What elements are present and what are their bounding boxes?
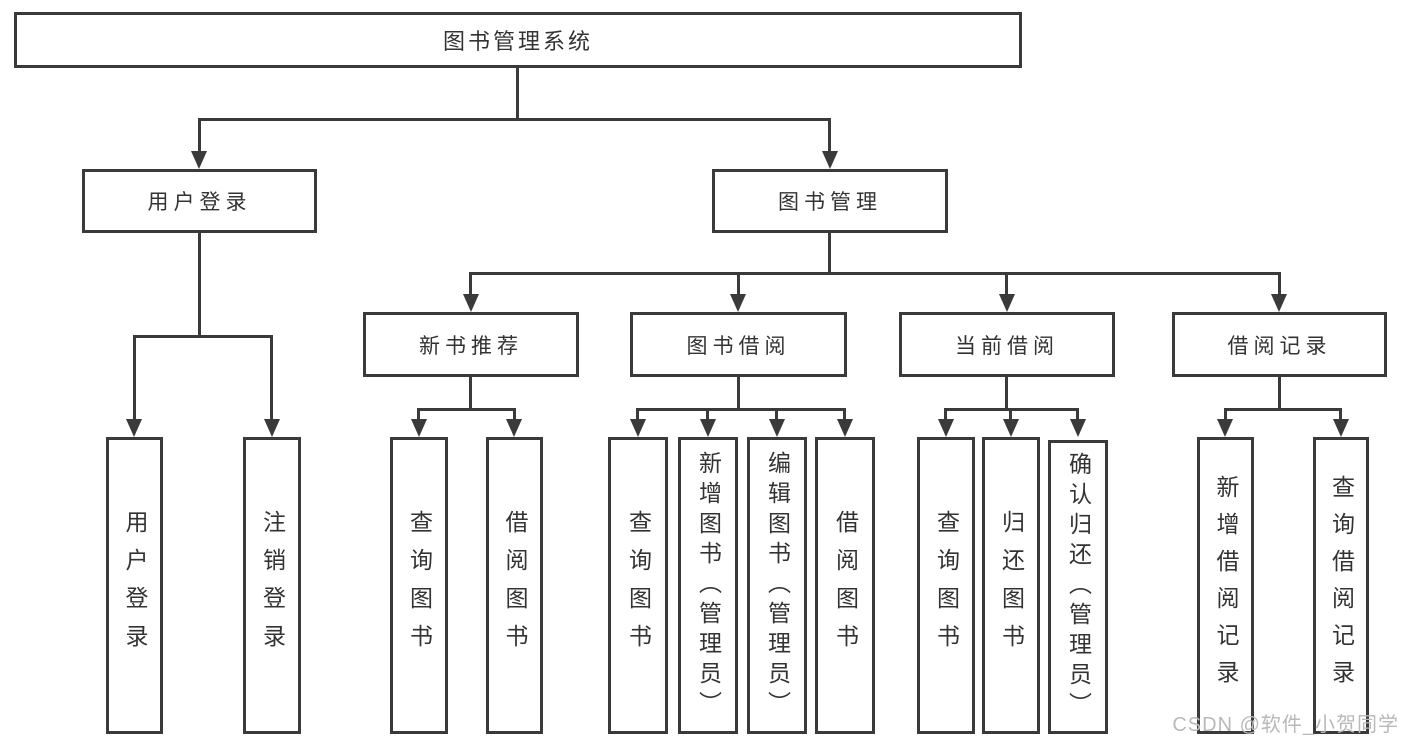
connector-stem	[1339, 408, 1342, 419]
connector-new-book-recommend-trunk	[469, 377, 472, 408]
leaf-query-borrow-record-label: 查询借阅记录	[1328, 474, 1355, 697]
node-borrowing-records: 借阅记录	[1172, 312, 1387, 377]
leaf-query-books-label: 查询图书	[933, 509, 960, 662]
connector-stem	[636, 408, 639, 419]
arrow-down-icon	[938, 419, 954, 437]
node-borrowing-records-label: 借阅记录	[1227, 334, 1332, 358]
arrow-down-icon	[769, 419, 785, 437]
connector-stem-leaf-user-login	[133, 335, 136, 419]
connector-stem	[1224, 408, 1227, 419]
node-book-borrowing: 图书借阅	[630, 312, 847, 377]
connector-stem-borrowing-records	[1278, 272, 1281, 294]
arrow-down-icon	[1333, 419, 1349, 437]
connector-user-login-split	[133, 335, 273, 338]
node-library-management-system-label: 图书管理系统	[442, 29, 593, 54]
arrow-down-icon	[463, 294, 479, 312]
connector-stem	[944, 408, 947, 419]
connector-stem	[513, 408, 516, 419]
node-user-login-label: 用户登录	[147, 191, 252, 214]
connector-book-borrowing-trunk	[737, 377, 740, 408]
connector-stem	[775, 408, 778, 419]
arrow-down-icon	[822, 151, 838, 169]
leaf-borrow-books-label: 借阅图书	[832, 509, 859, 662]
leaf-return-books-label: 归还图书	[998, 509, 1025, 662]
leaf-borrow-books: 借阅图书	[486, 437, 543, 734]
arrow-down-icon	[126, 419, 142, 437]
leaf-edit-books-admin-label: 编辑图书（管理员）	[764, 450, 791, 721]
connector-current-borrowing-trunk	[1005, 377, 1008, 408]
connector-stem-leaf-logout	[270, 335, 273, 419]
arrow-down-icon	[191, 151, 207, 169]
leaf-return-books: 归还图书	[982, 437, 1040, 734]
node-current-borrowing: 当前借阅	[899, 312, 1115, 377]
node-current-borrowing-label: 当前借阅	[955, 334, 1059, 358]
connector-stem	[1009, 408, 1012, 419]
node-library-management-system: 图书管理系统	[14, 12, 1022, 68]
leaf-borrow-books: 借阅图书	[815, 437, 875, 734]
connector-book-management-trunk	[828, 233, 831, 272]
arrow-down-icon	[264, 419, 280, 437]
connector-stem	[417, 408, 420, 419]
arrow-down-icon	[730, 294, 746, 312]
connector-stem-book-borrowing	[737, 272, 740, 294]
connector-level2-split	[198, 118, 831, 121]
node-book-borrowing-label: 图书借阅	[686, 334, 791, 358]
arrow-down-icon	[837, 419, 853, 437]
leaf-add-borrow-record-label: 新增借阅记录	[1213, 474, 1239, 697]
connector-stem-new-book-recommend	[469, 272, 472, 294]
arrow-down-icon	[999, 294, 1015, 312]
leaf-borrow-books-label: 借阅图书	[502, 509, 528, 662]
leaf-user-login-label: 用户登录	[122, 509, 148, 662]
arrow-down-icon	[1271, 294, 1287, 312]
node-book-management: 图书管理	[712, 169, 948, 233]
arrow-down-icon	[1070, 419, 1086, 437]
csdn-watermark: CSDN @软件_小贺同学	[1172, 714, 1399, 736]
leaf-query-books-label: 查询图书	[625, 509, 652, 662]
arrow-down-icon	[411, 419, 427, 437]
connector-stem-user-login	[198, 118, 201, 151]
arrow-down-icon	[1217, 419, 1233, 437]
connector-root-trunk	[516, 68, 519, 118]
arrow-down-icon	[630, 419, 646, 437]
leaf-query-books: 查询图书	[608, 437, 668, 734]
leaf-query-books-label: 查询图书	[406, 509, 433, 662]
connector-level3-split	[469, 272, 1281, 275]
leaf-add-borrow-record: 新增借阅记录	[1197, 437, 1254, 734]
node-book-management-label: 图书管理	[778, 191, 882, 214]
connector-borrowing-records-split	[1224, 408, 1342, 411]
node-user-login: 用户登录	[82, 169, 317, 233]
leaf-edit-books-admin: 编辑图书（管理员）	[747, 437, 807, 734]
connector-stem-book-management	[828, 118, 831, 151]
leaf-add-books-admin-label: 新增图书（管理员）	[695, 450, 722, 721]
node-new-book-recommend: 新书推荐	[363, 312, 579, 377]
connector-borrowing-records-trunk	[1278, 377, 1281, 408]
leaf-query-borrow-record: 查询借阅记录	[1313, 437, 1369, 734]
connector-stem-current-borrowing	[1005, 272, 1008, 294]
connector-stem	[1076, 408, 1079, 419]
arrow-down-icon	[700, 419, 716, 437]
node-new-book-recommend-label: 新书推荐	[419, 334, 523, 358]
connector-user-login-trunk	[198, 233, 201, 335]
leaf-query-books: 查询图书	[390, 437, 448, 734]
leaf-logout-label: 注销登录	[259, 509, 286, 662]
leaf-logout: 注销登录	[243, 437, 301, 734]
connector-new-book-recommend-split	[417, 408, 516, 411]
leaf-add-books-admin: 新增图书（管理员）	[678, 437, 738, 734]
connector-book-borrowing-split	[636, 408, 846, 411]
leaf-query-books: 查询图书	[917, 437, 975, 734]
connector-stem	[706, 408, 709, 419]
leaf-confirm-return-admin-label: 确认归还（管理员）	[1065, 452, 1092, 722]
arrow-down-icon	[1003, 419, 1019, 437]
leaf-confirm-return-admin: 确认归还（管理员）	[1048, 440, 1108, 734]
leaf-user-login: 用户登录	[106, 437, 163, 734]
arrow-down-icon	[506, 419, 522, 437]
connector-stem	[843, 408, 846, 419]
